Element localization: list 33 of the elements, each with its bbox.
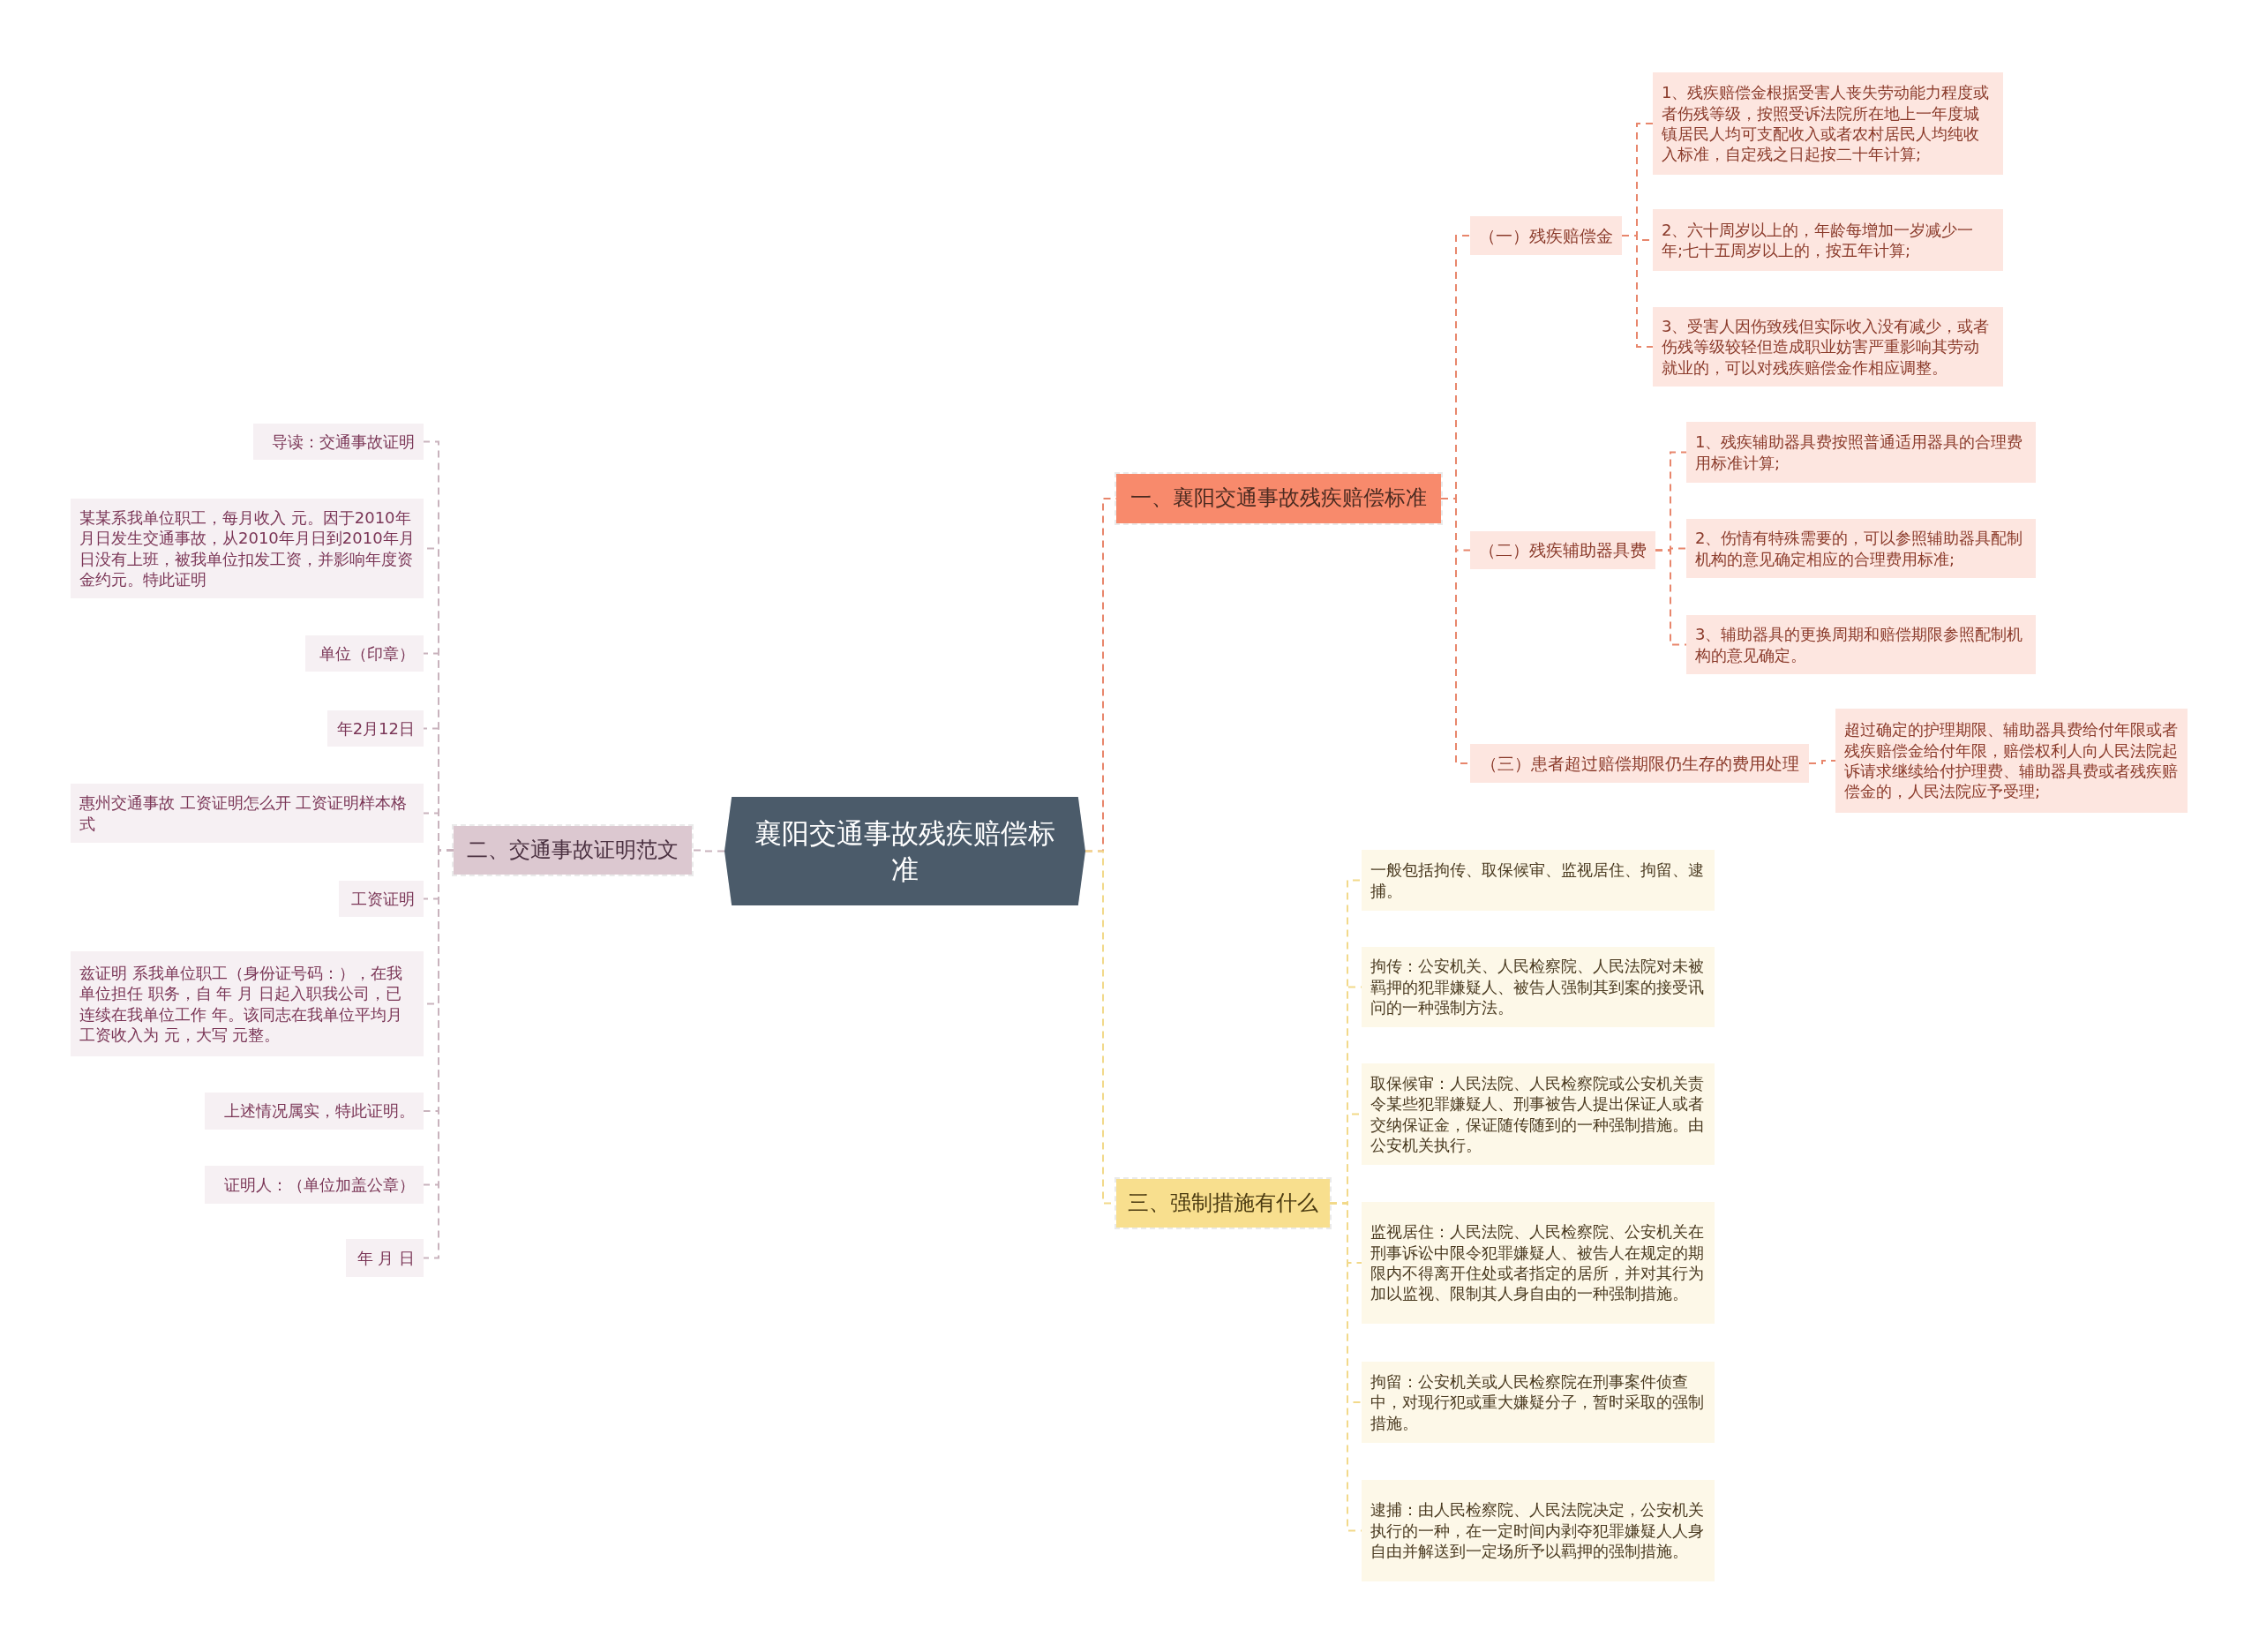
note-box: 惠州交通事故 工资证明怎么开 工资证明样本格式 (71, 784, 424, 843)
note-box: 3、辅助器具的更换周期和赔偿期限参照配制机构的意见确定。 (1686, 615, 2036, 674)
connector-line (1621, 235, 1654, 348)
note-box: 1、残疾赔偿金根据受害人丧失劳动能力程度或者伤残等级，按照受诉法院所在地上一年度城镇居民人均可支配收入或者农村居民人均纯收入标准，自定残之日起按二十年计算; (1653, 72, 2003, 175)
note-box: 一般包括拘传、取保候审、监视居住、拘留、逮捕。 (1362, 850, 1715, 911)
note-box: 监视居住：人民法院、人民检察院、公安机关在刑事诉讼中限令犯罪嫌疑人、被告人在规定的期限内不得离开住处或者指定的居所，并对其行为加以监视、限制其人身自由的一种强制措施。 (1362, 1202, 1715, 1324)
note-box: 3、受害人因伤致残但实际收入没有减少，或者伤残等级较轻但造成职业妨害严重影响其劳动就业的，可以对残疾赔偿金作相应调整。 (1653, 307, 2003, 387)
connector-line (1655, 549, 1687, 646)
note-box: 2、伤情有特殊需要的，可以参照辅助器具配制机构的意见确定相应的合理费用标准; (1686, 519, 2036, 578)
note-box: 证明人：（单位加盖公章） (205, 1166, 424, 1204)
note-box: 年 月 日 (346, 1239, 424, 1277)
note-box: 兹证明 系我单位职工（身份证号码：），在我单位担任 职务，自 年 月 日起入职我公司，已连续在我单位工作 年。该同志在我单位平均月工资收入为 元，大写 元整。 (71, 951, 424, 1056)
note-box: 1、残疾辅助器具费按照普通适用器具的合理费用标准计算; (1686, 422, 2036, 483)
note-box: 拘传：公安机关、人民检察院、人民法院对未被羁押的犯罪嫌疑人、被告人强制其到案的接受讯问的一种强制方法。 (1362, 947, 1715, 1027)
connector-line (1808, 760, 1836, 764)
note-box: 某某系我单位职工，每月收入 元。因于2010年月日发生交通事故，从2010年月日到2010年月日没有上班，被我单位扣发工资，并影响年度资金约元。特此证明 (71, 499, 424, 598)
note-box: 拘留：公安机关或人民检察院在刑事案件侦查中，对现行犯或重大嫌疑分子，暂时采取的强制措施。 (1362, 1362, 1715, 1443)
connector-line (691, 849, 725, 852)
branch-box: 二、交通事故证明范文 (454, 826, 692, 875)
branch-box: 一、襄阳交通事故残疾赔偿标准 (1116, 474, 1441, 523)
branch-box: 三、强制措施有什么 (1116, 1179, 1330, 1228)
note-box: 逮捕：由人民检察院、人民法院决定，公安机关执行的一种，在一定时间内剥夺犯罪嫌疑人人身自由并解送到一定场所予以羁押的强制措施。 (1362, 1480, 1715, 1581)
note-box: 上述情况属实，特此证明。 (205, 1093, 424, 1130)
note-box: 取保候审：人民法院、人民检察院或公安机关责令某些犯罪嫌疑人、刑事被告人提出保证人或者交纳保证金，保证随传随到的一种强制措施。由公安机关执行。 (1362, 1063, 1715, 1165)
topic-box: （一）残疾赔偿金 (1470, 216, 1622, 255)
note-box: 单位（印章） (305, 635, 424, 672)
topic-box: （二）残疾辅助器具费 (1470, 531, 1655, 569)
note-box: 工资证明 (339, 881, 424, 917)
note-box: 导读：交通事故证明 (253, 424, 424, 460)
note-box: 年2月12日 (327, 710, 424, 747)
note-box: 2、六十周岁以上的，年龄每增加一岁减少一年;七十五周岁以上的，按五年计算; (1653, 209, 2003, 271)
topic-box: （三）患者超过赔偿期限仍生存的费用处理 (1470, 744, 1809, 783)
note-box: 超过确定的护理期限、辅助器具费给付年限或者残疾赔偿金给付年限，赔偿权利人向人民法院起诉请求继续给付护理费、辅助器具费或者残疾赔偿金的，人民法院应予受理; (1835, 709, 2188, 813)
